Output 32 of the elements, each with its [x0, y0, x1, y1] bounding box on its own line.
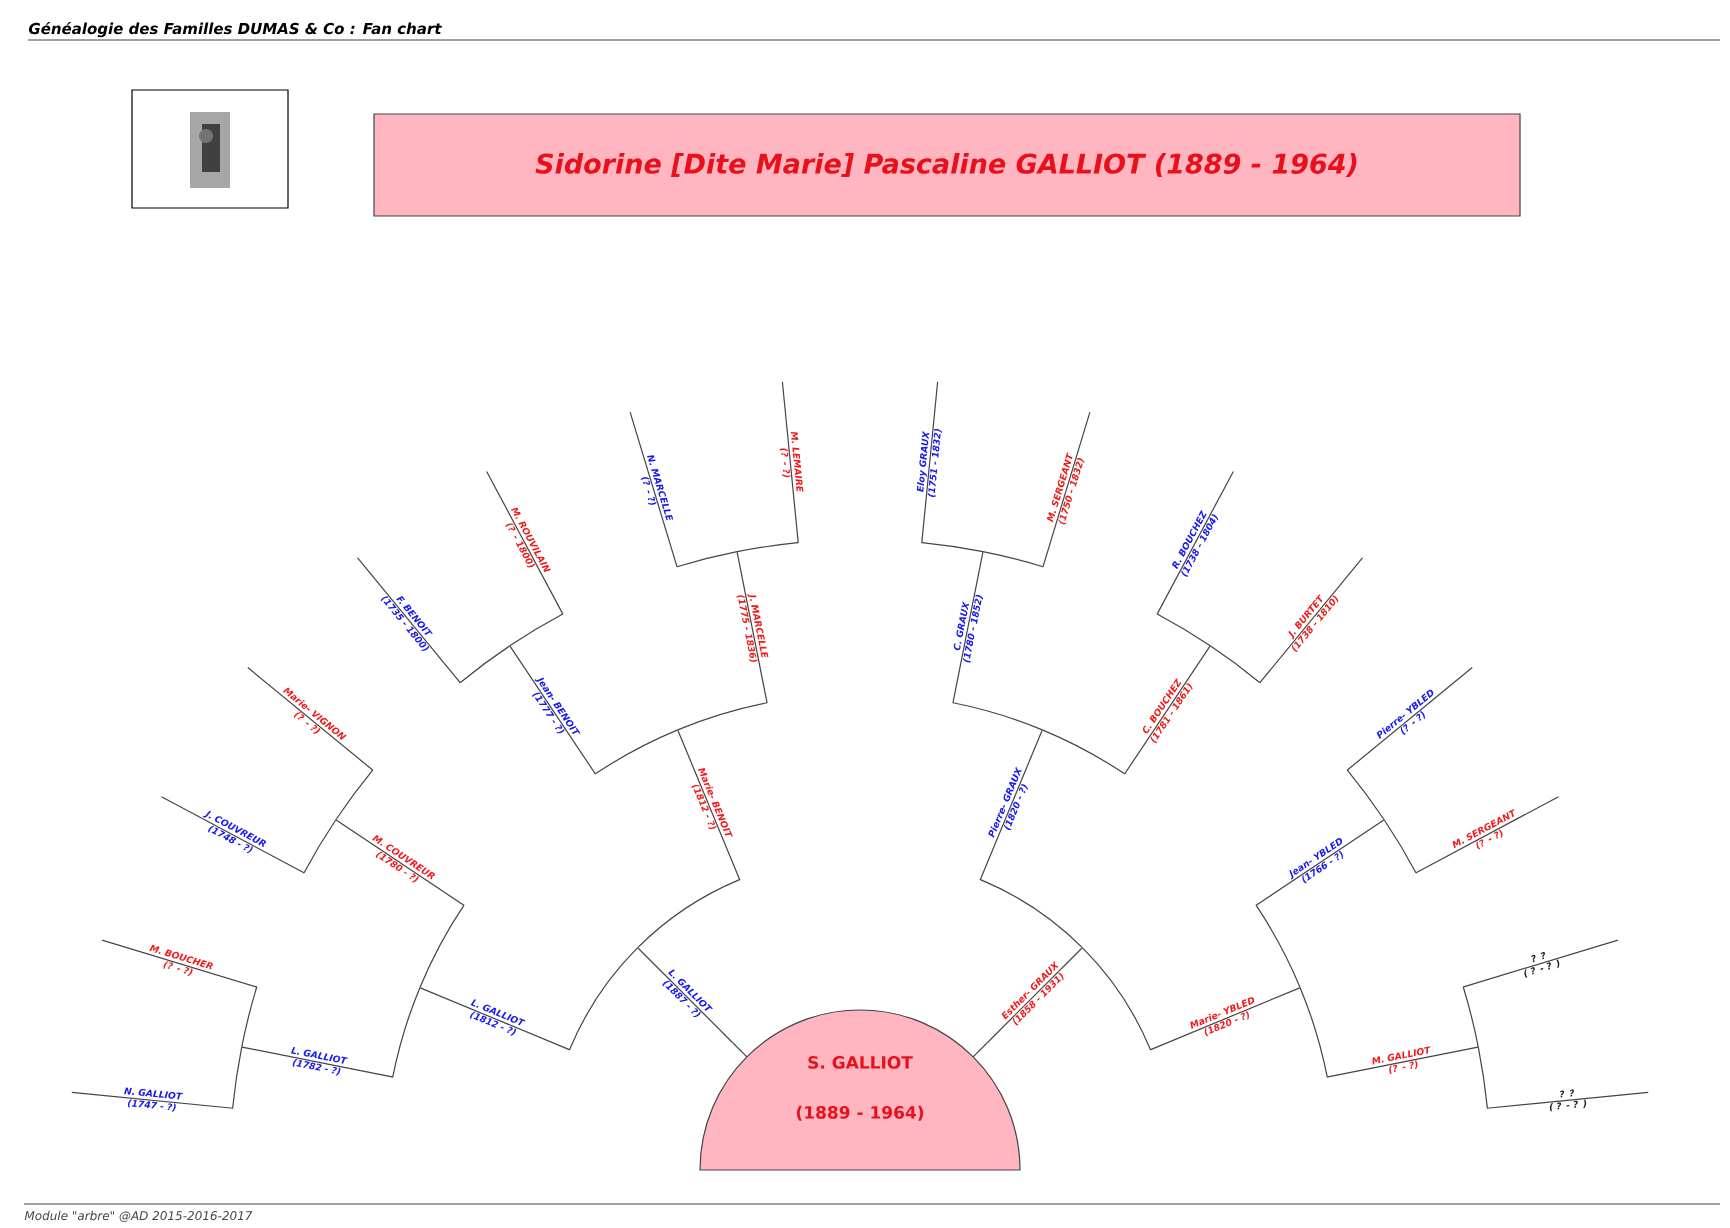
branch-line	[921, 542, 984, 553]
branch-line	[1255, 904, 1301, 989]
branch-line	[952, 702, 1043, 731]
branch-line	[1346, 769, 1385, 821]
branch-line	[1041, 729, 1126, 775]
branch-line	[1156, 613, 1211, 647]
branch-line	[392, 987, 421, 1078]
branch-line	[1383, 819, 1417, 874]
branch-line	[1209, 645, 1261, 684]
branch-line	[241, 986, 258, 1048]
branch-line	[459, 645, 511, 684]
branch-line	[736, 542, 799, 553]
branch-line	[677, 702, 768, 731]
branch-line	[594, 729, 679, 775]
photo-drawing	[131, 89, 289, 209]
branch-line	[1477, 1046, 1488, 1109]
branch-line	[509, 613, 564, 647]
branch-line	[419, 904, 465, 989]
branch-line	[1462, 986, 1479, 1048]
branch-line	[335, 769, 374, 821]
branch-line	[232, 1046, 243, 1109]
branch-line	[569, 947, 639, 1051]
branch-line	[982, 551, 1044, 568]
branch-line	[1081, 947, 1151, 1051]
branch-line	[732, 1042, 748, 1058]
title-box: Sidorine [Dite Marie] Pascaline GALLIOT (1889 - 1964)	[373, 113, 1521, 217]
branch-line	[972, 1042, 988, 1058]
branch-line	[303, 819, 337, 874]
branch-line	[979, 879, 1083, 949]
branch-line	[637, 879, 741, 949]
branch-line	[1299, 987, 1328, 1078]
branch-line	[676, 551, 738, 568]
